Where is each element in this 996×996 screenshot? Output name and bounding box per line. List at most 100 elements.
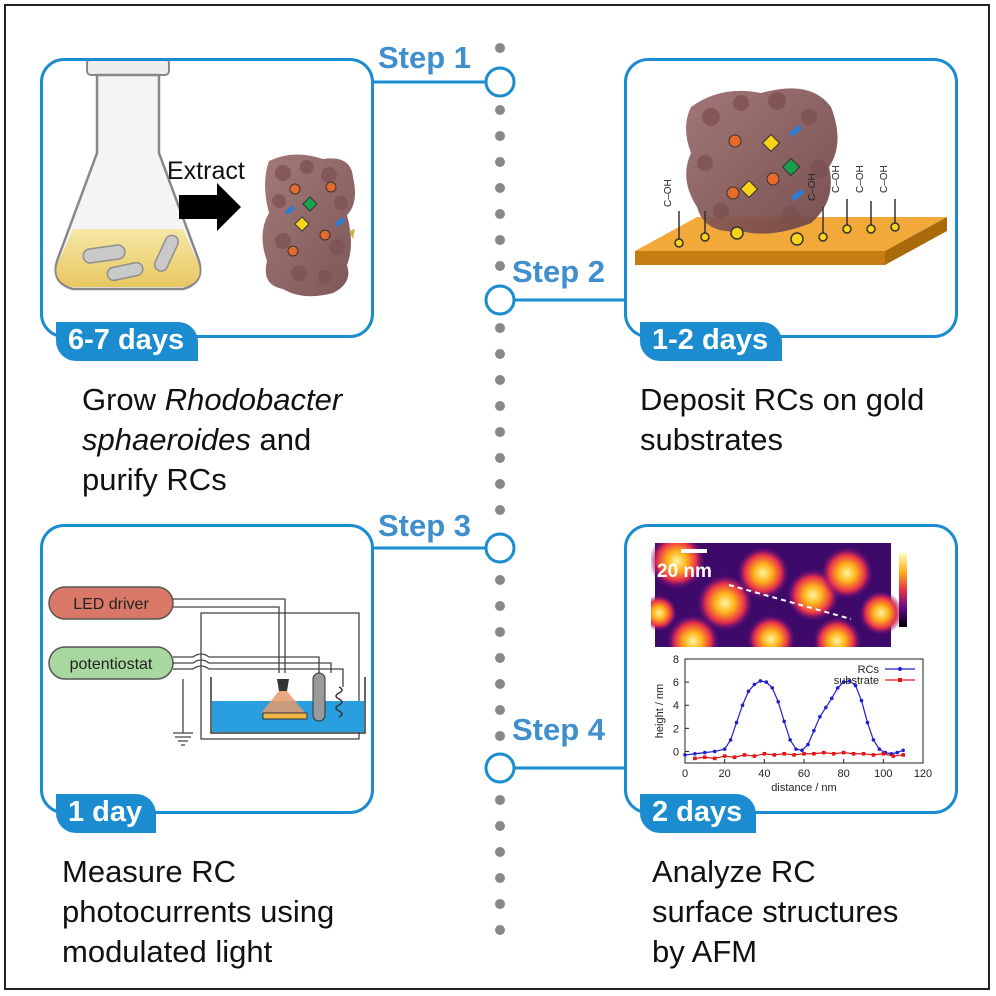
extract-label: Extract xyxy=(167,157,245,185)
data-point xyxy=(901,748,905,753)
svg-text:0: 0 xyxy=(911,620,917,632)
gold-substrate-illustration: C–OH C–OH C–OH C–OH C–OH xyxy=(635,88,947,265)
profile-line xyxy=(728,584,852,620)
x-axis-label: distance / nm xyxy=(771,782,836,791)
x-tick-label: 80 xyxy=(838,768,850,780)
photoelectrochemical-setup-illustration: LED driver potentiostat xyxy=(48,586,366,746)
svg-text:6: 6 xyxy=(911,566,917,578)
legend-marker xyxy=(898,667,902,671)
data-point xyxy=(746,689,751,694)
panel-deposit: C–OH C–OH C–OH C–OH C–OH xyxy=(624,58,958,338)
y-tick-label: 0 xyxy=(673,746,679,758)
data-point xyxy=(782,751,786,756)
flask-illustration: Extract xyxy=(54,61,355,297)
data-point xyxy=(782,719,786,724)
data-point xyxy=(752,754,757,758)
colorbar xyxy=(899,553,907,627)
data-point xyxy=(835,686,840,690)
step-2-label: Step 2 xyxy=(512,254,606,289)
step-2-description: Deposit RCs on gold substrates xyxy=(640,382,925,457)
data-point xyxy=(806,742,810,747)
data-point xyxy=(824,705,828,710)
data-point xyxy=(693,756,697,761)
arrow-icon xyxy=(179,183,241,231)
y-tick-label: 2 xyxy=(673,723,679,735)
x-tick-label: 0 xyxy=(682,768,688,780)
data-point xyxy=(758,679,763,683)
data-point xyxy=(847,679,852,683)
y-tick-label: 8 xyxy=(673,654,679,666)
data-point xyxy=(841,680,846,684)
data-point xyxy=(818,714,822,719)
reaction-center-protein-icon xyxy=(686,88,838,234)
y-axis-label: height / nm xyxy=(654,684,666,738)
data-point xyxy=(871,753,876,757)
data-point xyxy=(812,751,816,756)
legend-label: substrate xyxy=(834,675,879,687)
duration-badge-4: 2 days xyxy=(640,794,757,833)
data-point xyxy=(732,755,737,760)
x-tick-label: 60 xyxy=(798,768,810,780)
duration-badge-1: 6-7 days xyxy=(56,322,199,361)
data-point xyxy=(829,696,834,701)
x-tick-label: 100 xyxy=(874,768,892,780)
step-3-label: Step 3 xyxy=(378,508,472,543)
data-point xyxy=(788,738,792,742)
x-tick-label: 20 xyxy=(719,768,731,780)
duration-badge-3: 1 day xyxy=(56,794,157,833)
data-point xyxy=(812,728,816,733)
scale-label: 20 nm xyxy=(657,561,712,582)
data-point xyxy=(762,751,767,756)
timeline xyxy=(495,43,505,935)
series-line-RCs xyxy=(684,680,904,756)
data-point xyxy=(800,748,804,753)
data-point xyxy=(871,738,876,742)
step-3-description: Measure RC photocurrents using modulated… xyxy=(62,854,335,969)
svg-text:8: 8 xyxy=(911,548,917,560)
data-point xyxy=(881,751,886,756)
counter-electrode xyxy=(335,686,343,718)
data-point xyxy=(734,720,739,725)
reference-electrode xyxy=(312,672,326,722)
data-point xyxy=(703,755,707,760)
data-point xyxy=(764,680,769,684)
data-point xyxy=(776,699,781,704)
y-tick-label: 6 xyxy=(673,677,679,689)
svg-text:4: 4 xyxy=(911,584,917,596)
data-point xyxy=(722,754,727,758)
data-point xyxy=(693,751,697,756)
data-point xyxy=(792,753,796,757)
linker-label: C–OH xyxy=(855,165,866,193)
data-point xyxy=(740,703,745,708)
data-point xyxy=(703,750,707,755)
data-point xyxy=(822,750,826,755)
series-line-substrate xyxy=(694,751,904,759)
potentiostat-label: potentiostat xyxy=(70,656,153,673)
data-point xyxy=(683,753,687,757)
data-point xyxy=(831,751,836,756)
linker-label: C–OH xyxy=(663,179,674,207)
led-icon xyxy=(277,679,289,691)
colorbar-ticks: 8 6 4 2 0 xyxy=(911,548,917,632)
step-1-description: Grow Rhodobacter sphaeroides and purify … xyxy=(82,382,343,497)
panel-measure: LED driver potentiostat xyxy=(40,524,374,814)
afm-image: 20 nm 8 6 4 2 0 xyxy=(651,543,917,647)
data-point xyxy=(712,756,717,761)
data-point xyxy=(891,754,896,758)
legend-label: RCs xyxy=(858,664,880,676)
data-point xyxy=(865,720,870,725)
linker-label: C–OH xyxy=(831,165,842,193)
legend-marker xyxy=(898,678,902,682)
working-electrode xyxy=(262,712,308,720)
data-point xyxy=(859,698,864,703)
data-point xyxy=(802,751,806,756)
data-point xyxy=(851,751,856,756)
svg-text:2: 2 xyxy=(911,602,917,614)
data-point xyxy=(861,751,866,756)
flask-icon xyxy=(54,61,202,291)
duration-badge-2: 1-2 days xyxy=(640,322,783,361)
figure-frame xyxy=(4,4,990,990)
